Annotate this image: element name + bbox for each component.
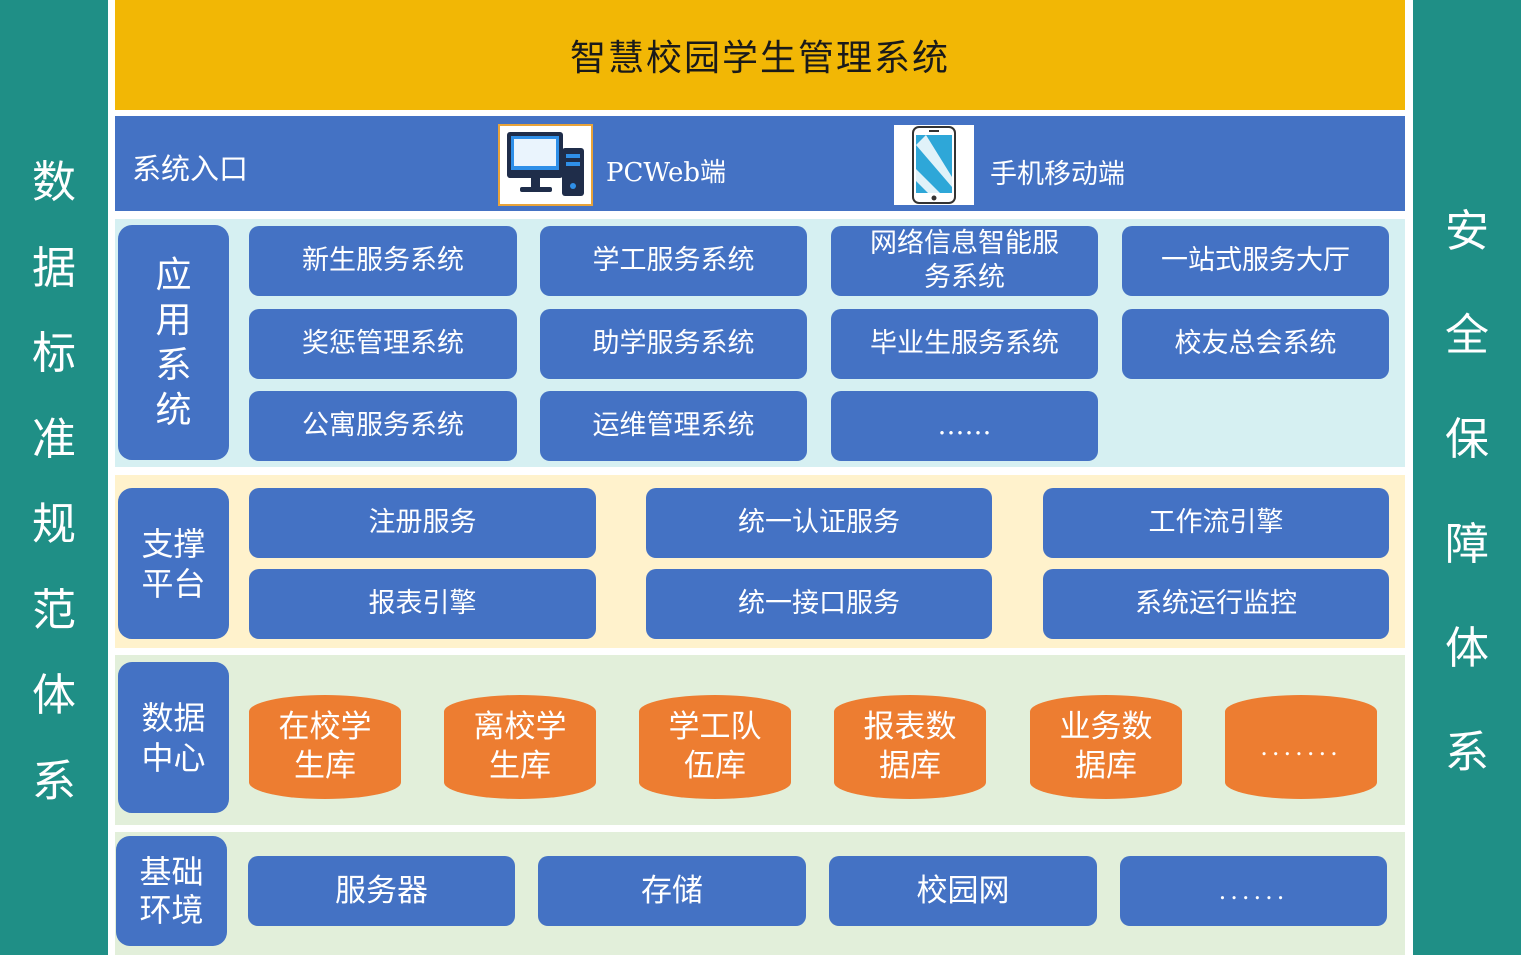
app-layer-label: 应 用 系 统 (118, 225, 229, 460)
left-side-char: 系 (32, 755, 76, 807)
app-system-more[interactable]: …… (831, 391, 1098, 461)
app-system-item[interactable]: 运维管理系统 (540, 391, 807, 461)
left-side-char: 数 (32, 157, 76, 209)
right-side-char: 系 (1445, 726, 1489, 778)
support-service-item[interactable]: 工作流引擎 (1043, 488, 1389, 558)
right-side-char: 安 (1445, 206, 1489, 258)
diagram-title: 智慧校园学生管理系统 (115, 0, 1405, 110)
data-layer-label: 数据 中心 (118, 662, 229, 813)
support-service-item[interactable]: 注册服务 (249, 488, 596, 558)
mobile-label: 手机移动端 (990, 159, 1125, 190)
database-cylinder-more[interactable]: ....... (1225, 695, 1377, 799)
support-service-item[interactable]: 统一认证服务 (646, 488, 992, 558)
app-system-item[interactable]: 新生服务系统 (249, 226, 517, 296)
app-system-item[interactable]: 毕业生服务系统 (831, 309, 1098, 379)
right-side-char: 体 (1445, 622, 1489, 674)
left-side-bar: 数 据 标 准 规 范 体 系 (0, 0, 108, 955)
left-side-char: 据 (32, 242, 76, 294)
infra-item[interactable]: 校园网 (829, 856, 1097, 926)
desktop-computer-icon[interactable] (498, 124, 593, 206)
entry-label: 系统入口 (132, 152, 249, 186)
app-system-item[interactable]: 学工服务系统 (540, 226, 807, 296)
app-system-item[interactable]: 校友总会系统 (1122, 309, 1389, 379)
left-side-char: 标 (32, 328, 76, 380)
database-cylinder[interactable]: 在校学 生库 (249, 695, 401, 799)
database-cylinder[interactable]: 学工队 伍库 (639, 695, 791, 799)
infra-item[interactable]: 存储 (538, 856, 806, 926)
database-cylinder[interactable]: 报表数 据库 (834, 695, 986, 799)
left-side-char: 体 (32, 670, 76, 722)
right-side-char: 保 (1445, 414, 1489, 466)
infra-layer-label: 基础 环境 (116, 836, 227, 946)
support-layer-label: 支撑 平台 (118, 488, 229, 639)
entry-band (115, 116, 1405, 211)
left-side-char: 范 (32, 584, 76, 636)
support-service-item[interactable]: 报表引擎 (249, 569, 596, 639)
support-service-item[interactable]: 系统运行监控 (1043, 569, 1389, 639)
pc-web-label: PCWeb端 (606, 158, 727, 188)
support-service-item[interactable]: 统一接口服务 (646, 569, 992, 639)
infra-item[interactable]: 服务器 (248, 856, 515, 926)
app-system-item[interactable]: 网络信息智能服 务系统 (831, 226, 1098, 296)
app-system-item[interactable]: 公寓服务系统 (249, 391, 517, 461)
right-side-bar: 安 全 保 障 体 系 (1413, 0, 1521, 955)
infra-item-more[interactable]: ...... (1120, 856, 1387, 926)
right-side-char: 全 (1445, 310, 1489, 362)
app-system-item[interactable]: 奖惩管理系统 (249, 309, 517, 379)
left-side-char: 规 (32, 499, 76, 551)
left-side-char: 准 (32, 413, 76, 465)
right-side-char: 障 (1445, 518, 1489, 570)
database-cylinder[interactable]: 业务数 据库 (1030, 695, 1182, 799)
app-system-item[interactable]: 助学服务系统 (540, 309, 807, 379)
database-cylinder[interactable]: 离校学 生库 (444, 695, 596, 799)
app-system-item[interactable]: 一站式服务大厅 (1122, 226, 1389, 296)
mobile-phone-icon[interactable] (894, 125, 974, 205)
